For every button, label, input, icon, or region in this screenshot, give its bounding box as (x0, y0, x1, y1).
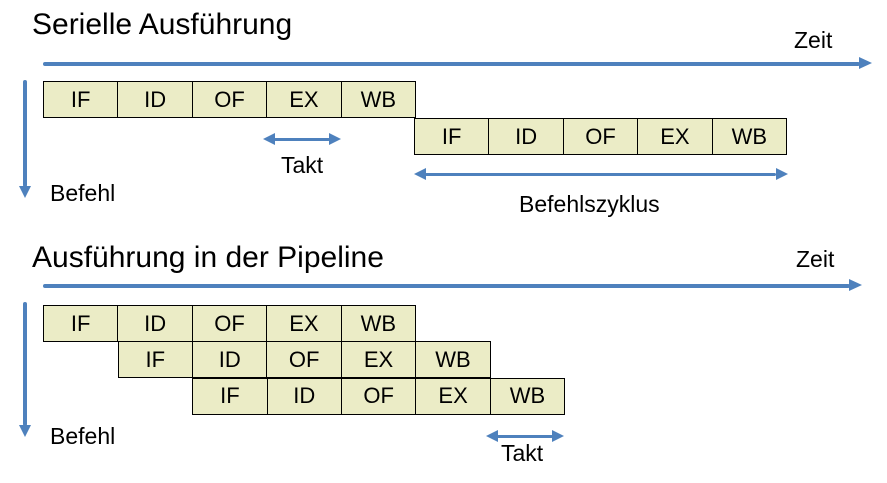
befehlszyklus-label: Befehlszyklus (519, 191, 660, 217)
stage-cell: IF (119, 342, 193, 378)
arrow-head-right (849, 278, 862, 291)
pipeline-instruction-2-row: IF ID OF EX WB (117, 341, 491, 379)
stage-cell: ID (118, 306, 193, 341)
stage-cell: OF (342, 378, 417, 414)
stage-cell: WB (435, 346, 471, 372)
pipeline-section-title: Ausführung in der Pipeline (32, 241, 384, 274)
arrow-head-right (329, 132, 341, 145)
arrow-line (23, 80, 27, 187)
serial-section-title: Serielle Ausführung (32, 8, 293, 41)
stage-cell: OF (193, 306, 268, 341)
stage-cell: EX (267, 306, 342, 341)
stage-cell: EX (267, 82, 342, 117)
stage-cell: EX (342, 342, 417, 378)
stage-cell: ID (118, 82, 193, 117)
arrow-line (425, 172, 776, 176)
pipeline-takt-label: Takt (501, 440, 544, 466)
arrow-line (497, 434, 553, 438)
pipeline-befehl-label: Befehl (50, 423, 116, 449)
pipeline-instruction-1-row: IF ID OF EX WB (43, 305, 416, 342)
pipeline-zeit-label: Zeit (796, 246, 835, 272)
stage-cell: ID (268, 378, 342, 414)
arrow-line (43, 284, 850, 288)
stage-cell: OF (193, 82, 268, 117)
stage-cell: EX (416, 378, 491, 414)
arrow-head-left (486, 429, 498, 442)
serial-takt-label: Takt (281, 152, 324, 178)
stage-cell: OF (267, 342, 342, 378)
arrow-head-left (414, 167, 426, 180)
arrow-line (23, 302, 27, 426)
stage-cell: ID (489, 119, 564, 155)
serial-befehl-label: Befehl (50, 180, 116, 206)
arrow-head-down (18, 186, 31, 198)
stage-cell: ID (193, 342, 268, 378)
pipeline-instruction-3-row: IF ID OF EX WB (192, 377, 566, 415)
arrow-line (43, 62, 860, 66)
stage-cell: WB (360, 86, 397, 112)
stage-cell: IF (193, 378, 268, 414)
stage-cell: WB (509, 383, 546, 409)
serial-instruction-1-row: IF ID OF EX WB (43, 81, 416, 118)
stage-cell: IF (415, 119, 490, 155)
stage-cell: IF (44, 306, 119, 341)
arrow-line (274, 137, 330, 141)
stage-cell: IF (44, 82, 119, 117)
serial-instruction-2-row: IF ID OF EX WB (414, 118, 787, 156)
stage-cell: WB (731, 123, 768, 149)
stage-cell: WB (360, 310, 397, 336)
arrow-head-down (18, 425, 31, 437)
arrow-head-right (776, 167, 788, 180)
stage-cell: EX (638, 119, 713, 155)
arrow-head-right (552, 429, 564, 442)
stage-cell: OF (564, 119, 639, 155)
arrow-head-left (263, 132, 275, 145)
arrow-head-right (859, 56, 872, 69)
serial-zeit-label: Zeit (794, 27, 833, 53)
